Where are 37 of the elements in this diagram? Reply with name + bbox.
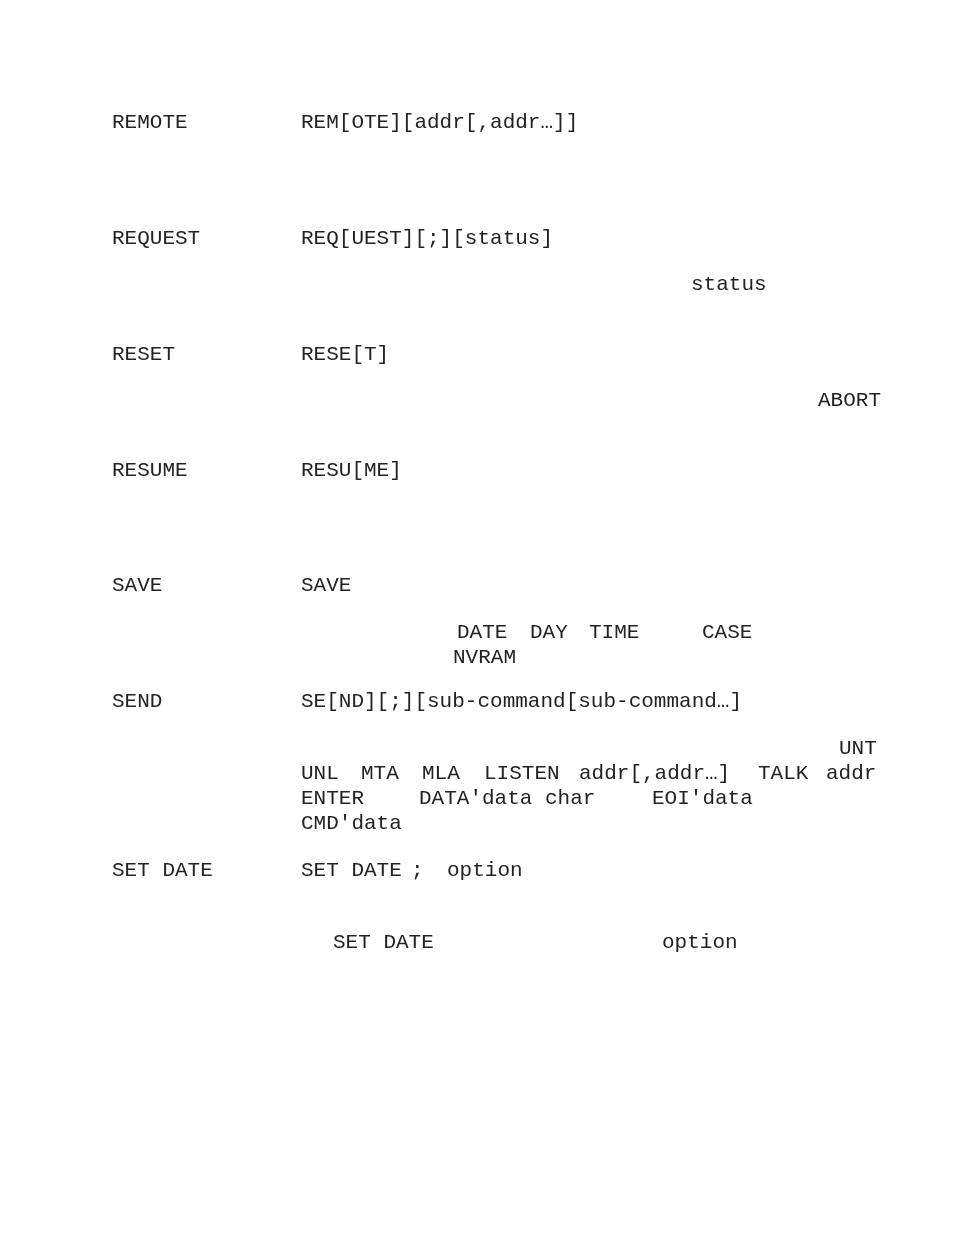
- label-text: ENTER: [301, 787, 364, 811]
- label-text: ABORT: [818, 389, 881, 413]
- label-text: TIME: [589, 621, 640, 645]
- label-text: ;: [411, 859, 424, 883]
- label-text: CASE: [702, 621, 753, 645]
- label-text: addr[,addr…]: [579, 762, 731, 786]
- label-text: SAVE: [301, 574, 352, 598]
- label-text: addr: [826, 762, 877, 786]
- label-text: MTA: [361, 762, 399, 786]
- label-text: RESU[ME]: [301, 459, 402, 483]
- label-text: NVRAM: [453, 646, 516, 670]
- label-text: SET DATE: [301, 859, 402, 883]
- label-text: SAVE: [112, 574, 163, 598]
- label-text: RESUME: [112, 459, 188, 483]
- label-text: DATE: [457, 621, 508, 645]
- label-text: SET DATE: [112, 859, 213, 883]
- label-text: EOI'data: [652, 787, 753, 811]
- label-text: REM[OTE][addr[,addr…]]: [301, 111, 579, 135]
- label-text: REMOTE: [112, 111, 188, 135]
- label-text: option: [447, 859, 523, 883]
- label-text: RESET: [112, 343, 175, 367]
- label-text: MLA: [422, 762, 460, 786]
- label-text: option: [662, 931, 738, 955]
- label-text: SET DATE: [333, 931, 434, 955]
- label-text: LISTEN: [484, 762, 560, 786]
- label-text: DAY: [530, 621, 568, 645]
- label-text: REQUEST: [112, 227, 201, 251]
- label-text: RESE[T]: [301, 343, 390, 367]
- label-text: SE[ND][;][sub-command[sub-command…]: [301, 690, 743, 714]
- label-text: TALK: [758, 762, 809, 786]
- label-text: DATA'data char: [419, 787, 596, 811]
- label-text: REQ[UEST][;][status]: [301, 227, 554, 251]
- label-text: UNT: [839, 737, 877, 761]
- label-text: UNL: [301, 762, 339, 786]
- label-text: CMD'data: [301, 812, 402, 836]
- label-text: status: [691, 273, 767, 297]
- label-text: SEND: [112, 690, 163, 714]
